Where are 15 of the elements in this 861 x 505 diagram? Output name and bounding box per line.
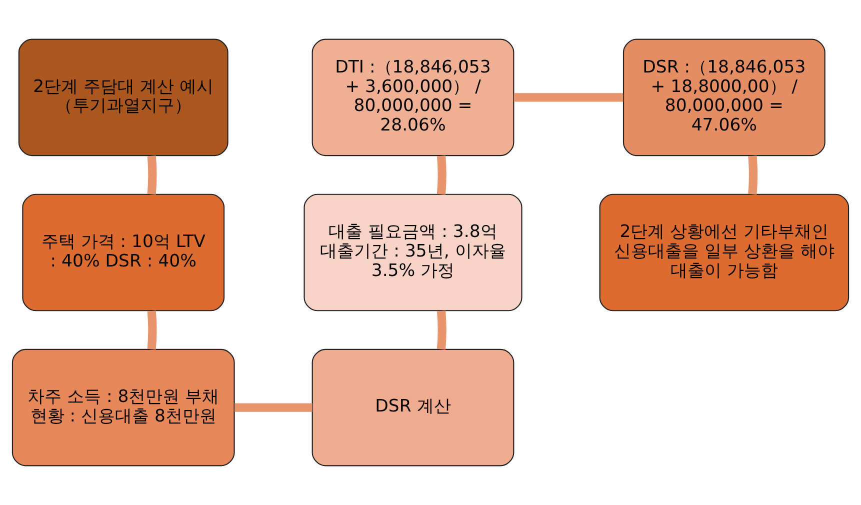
connector <box>748 156 758 195</box>
node-box: 2단계 상황에선 기타부채인 신용대출을 일부 상환을 해야 대출이 가능함 <box>599 194 850 312</box>
node-box: 대출 필요금액 : 3.8억 대출기간 : 35년, 이자율 3.5% 가정 <box>304 194 522 312</box>
connector <box>147 310 157 350</box>
connector <box>436 310 446 350</box>
connector <box>514 93 624 102</box>
node-box: DSR :（18,846,053 + 18,8000,00） / 80,000,000 = 47.06% <box>622 38 826 156</box>
node-box: 2단계 주담대 계산 예시 （투기과열지구） <box>18 38 228 156</box>
connector <box>234 403 312 412</box>
node-box: DSR 계산 <box>312 348 514 466</box>
connector <box>436 156 446 195</box>
node-box: 주택 가격 : 10억 LTV : 40% DSR : 40% <box>22 194 225 312</box>
connector <box>147 156 157 195</box>
node-box: 차주 소득 : 8천만원 부채 현황 : 신용대출 8천만원 <box>12 348 235 466</box>
node-box: DTI :（18,846,053 + 3,600,000） / 80,000,000 = 28.06% <box>312 38 514 156</box>
